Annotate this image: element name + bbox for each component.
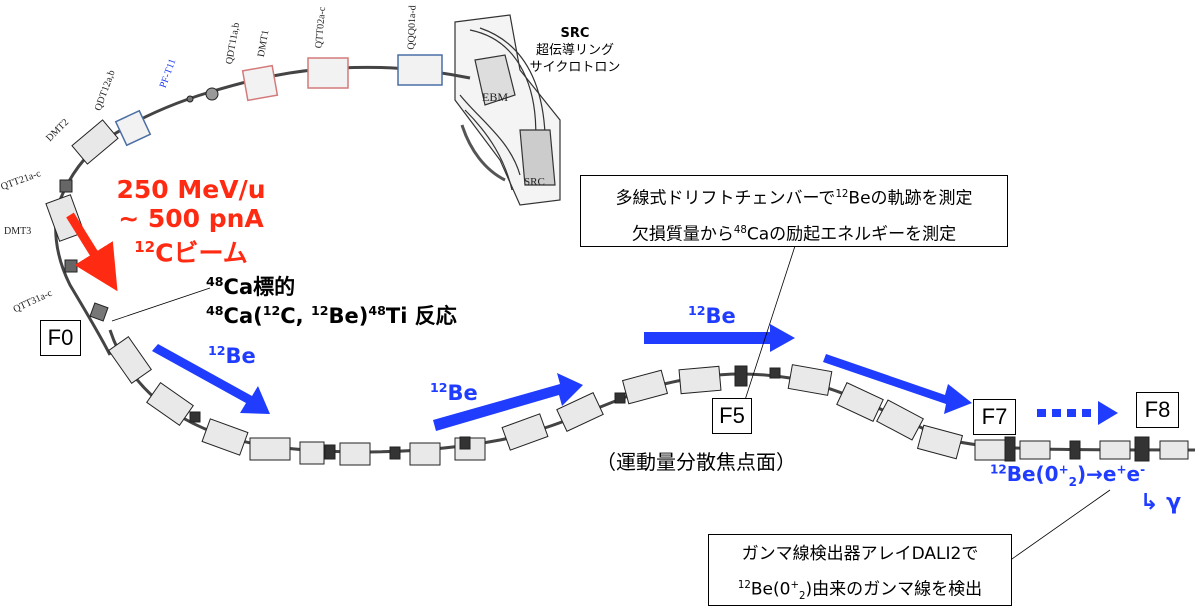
main-beamline [108, 329, 1196, 466]
src-title: SRC [560, 26, 590, 41]
src-name-line2: サイクロトロン [529, 60, 621, 75]
decay-label: 12Be(0+2)→e+e- [990, 462, 1146, 489]
magnet-label-dmt3: DMT3 [4, 226, 32, 237]
be12-arrow-1 [152, 344, 270, 414]
dali2-note: ガンマ線検出器アレイDALI2で 12Be(0+2)由来のガンマ線を検出 [708, 534, 1012, 606]
upper-beamline [45, 54, 471, 356]
be12-label-3: 12Be [688, 303, 736, 328]
f5-note: （運動量分散焦点面） [596, 450, 796, 474]
beam-energy: 250 MeV/u [116, 175, 266, 204]
be12-arrow-2 [433, 373, 583, 431]
be12-arrows [152, 324, 1118, 431]
be12-arrow-dotted-5 [1037, 401, 1118, 425]
dali-note-line1: ガンマ線検出器アレイDALI2で [741, 544, 979, 564]
drift-note-line2: 欠損質量から48Caの励起エネルギーを測定 [631, 224, 957, 245]
beam-arrow-red [66, 212, 118, 292]
be12-arrow-4 [823, 354, 972, 414]
be12-label-2: 12Be [430, 380, 478, 405]
dali-note-line2: 12Be(0+2)由来のガンマ線を検出 [737, 579, 983, 603]
be12-label-1: 12Be [208, 343, 256, 368]
leader-lines [111, 245, 1111, 567]
station-f8: F8 [1136, 392, 1179, 428]
gamma-label: ↳ γ [1140, 490, 1182, 515]
src-name-line1: 超伝導リング [535, 43, 614, 58]
station-f0: F0 [40, 320, 81, 356]
target-label: 48Ca標的 [206, 274, 296, 299]
reaction-label: 48Ca(12C, 12Be)48Ti 反応 [206, 303, 457, 328]
drift-leader [744, 245, 796, 401]
gamma-arrow-icon: ↳ [1140, 490, 1159, 515]
station-f5: F5 [712, 398, 752, 434]
target-leader [111, 287, 211, 322]
src-label: SRC 超伝導リング サイクロトロン [520, 25, 630, 76]
magnet-label-src-small: SRC [524, 176, 545, 188]
beam-intensity: ~ 500 pnA [118, 204, 264, 233]
station-f7: F7 [973, 399, 1016, 435]
beam-species: 12Cビーム [134, 238, 248, 268]
magnet-label-qqq01: QQQ01a-d [405, 5, 419, 50]
drift-chamber-note: 多線式ドリフトチェンバーで12Beの軌跡を測定 欠損質量から48Caの励起エネル… [580, 175, 1008, 247]
beam-label: 250 MeV/u ~ 500 pnA 12Cビーム [96, 175, 286, 267]
magnet-label-ebm: EBM [482, 90, 509, 104]
be12-arrow-3 [644, 324, 795, 352]
drift-note-line1: 多線式ドリフトチェンバーで12Beの軌跡を測定 [615, 188, 973, 209]
src-cyclotron-drawing [454, 14, 561, 206]
dali-leader [1001, 489, 1111, 567]
